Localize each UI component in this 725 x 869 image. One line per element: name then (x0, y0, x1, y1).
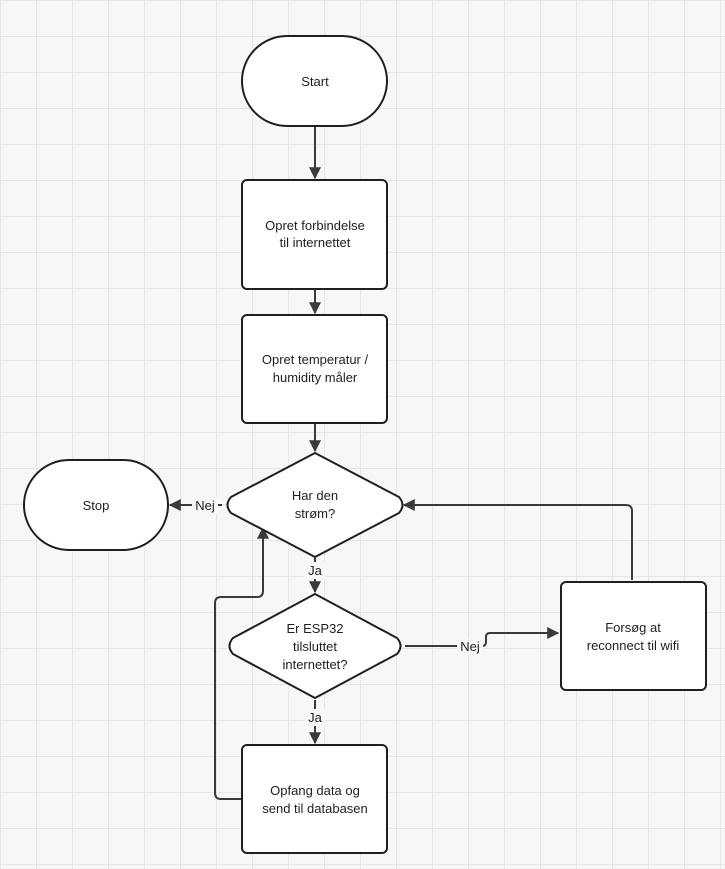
stop-node: Stop (23, 459, 169, 551)
edge-label-power-yes: Ja (305, 562, 325, 579)
edge-label-text: Ja (308, 710, 323, 725)
collect-data-node: Opfang data og send til databasen (241, 744, 388, 854)
power-label-line1: Har den (292, 488, 338, 503)
esp32-decision-node: Er ESP32 tilsluttet internettet? (228, 592, 402, 700)
collect-label-line2: send til databasen (262, 801, 368, 816)
connect-label-line2: til internettet (280, 235, 351, 250)
edge-label-power-no: Nej (192, 497, 218, 514)
connectors (168, 126, 633, 800)
power-label-line2: strøm? (295, 506, 335, 521)
edge-label-text: Ja (308, 563, 323, 578)
sensor-label-line2: humidity måler (273, 370, 358, 385)
connect-internet-node: Opret forbindelse til internettet (241, 179, 388, 290)
power-decision-node: Har den strøm? (226, 451, 404, 559)
stop-label: Stop (83, 498, 110, 513)
edge-collect-power (214, 526, 269, 800)
edge-esp-reconnect (405, 627, 560, 647)
connect-label-line1: Opret forbindelse (265, 218, 365, 233)
esp-label-line1: Er ESP32 (286, 621, 343, 636)
edge-label-esp-no: Nej (457, 638, 483, 655)
edge-reconnect-power (402, 499, 633, 580)
edge-label-esp-yes: Ja (305, 709, 325, 726)
reconnect-wifi-node: Forsøg at reconnect til wifi (560, 581, 707, 691)
esp-label-line2: tilsluttet (293, 639, 337, 654)
edge-label-text: Nej (195, 498, 215, 513)
sensor-label-line1: Opret temperatur / (262, 352, 369, 367)
create-sensor-node: Opret temperatur / humidity måler (241, 314, 388, 424)
esp-label-line3: internettet? (282, 657, 347, 672)
start-node: Start (241, 35, 388, 127)
start-label: Start (301, 74, 329, 89)
reconnect-label-line2: reconnect til wifi (587, 638, 680, 653)
collect-label-line1: Opfang data og (270, 783, 360, 798)
edge-label-text: Nej (460, 639, 480, 654)
reconnect-label-line1: Forsøg at (605, 620, 661, 635)
